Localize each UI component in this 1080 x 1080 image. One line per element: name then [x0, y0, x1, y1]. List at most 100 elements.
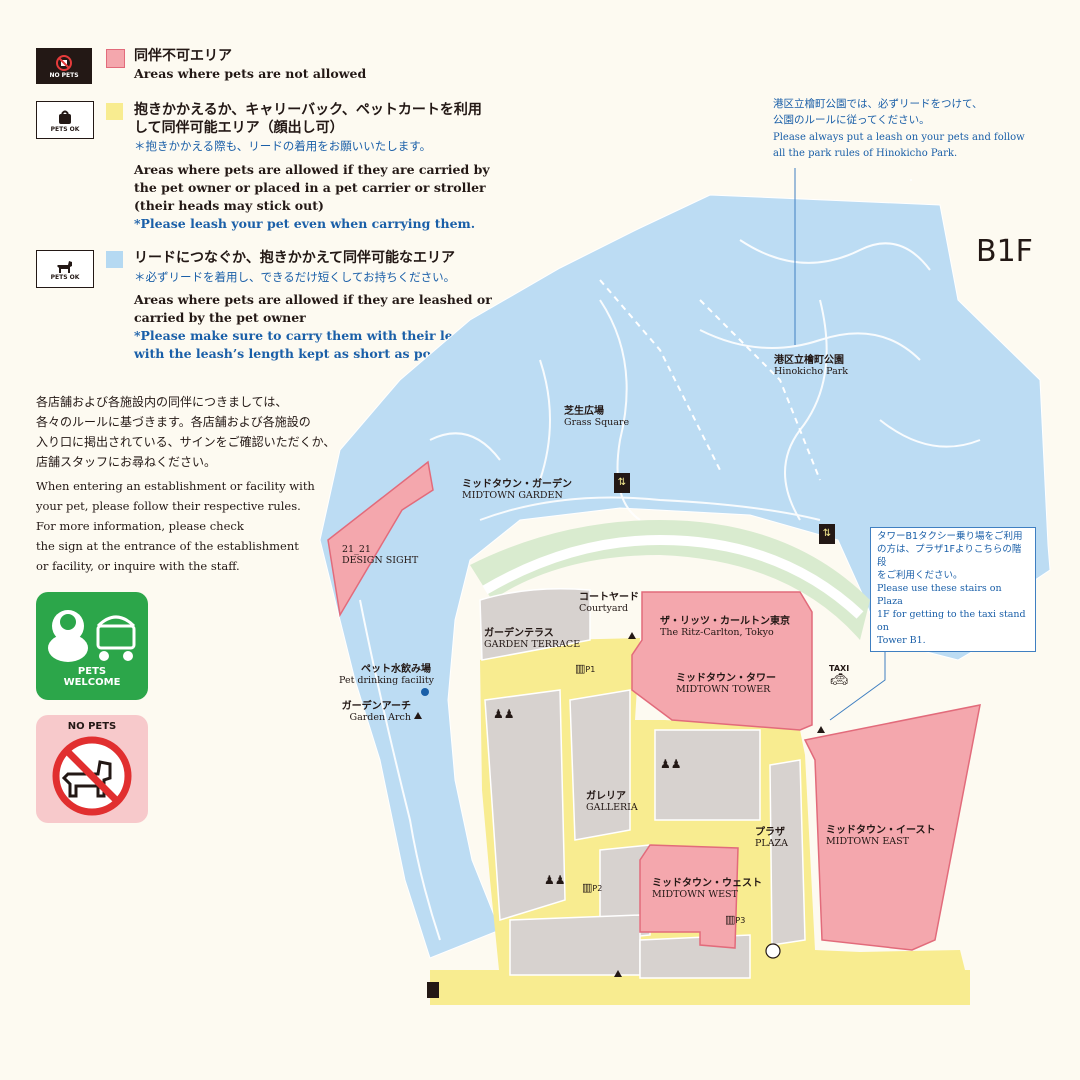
- elevator-icon-p1: ▥P1: [575, 662, 596, 675]
- restroom-icon-3: ♟♟: [660, 757, 682, 771]
- pets-welcome-text-2: WELCOME: [63, 677, 121, 688]
- design-sight-area: [327, 460, 434, 618]
- courtyard-jp: コートヤード: [579, 592, 639, 603]
- no-pets-badge: NO PETS: [36, 715, 148, 823]
- midtown-east-label: ミッドタウン・イースト MIDTOWN EAST: [826, 821, 936, 847]
- stairs-icon-bottom: [427, 982, 439, 998]
- no-pets-swatch: [106, 49, 125, 68]
- midtown-west-label: ミッドタウン・ウェスト MIDTOWN WEST: [652, 874, 762, 900]
- garden-terrace-jp: ガーデンテラス: [484, 628, 554, 639]
- no-pets-badge-text: NO PETS: [67, 720, 117, 732]
- pets-leashed-legend-icon: PETS OK: [36, 250, 94, 288]
- grass-square-jp: 芝生広場: [564, 406, 604, 417]
- pet-drinking-label: ペット水飲み場 Pet drinking facility: [339, 660, 434, 686]
- park-note: 港区立檜町公園では、必ずリードをつけて、 公園のルールに従ってください。 Ple…: [773, 96, 1025, 162]
- courtyard-marker: [628, 632, 636, 639]
- pets-carried-title-jp-2: して同伴可能エリア（顔出し可）: [134, 120, 344, 136]
- galleria-jp: ガレリア: [586, 791, 626, 802]
- courtyard-en: Courtyard: [579, 603, 629, 614]
- parking-label-p2: P2: [592, 884, 603, 893]
- pets-carried-legend-icon: PETS OK: [36, 101, 94, 139]
- pets-carried-en-3: (their heads may stick out): [134, 198, 324, 213]
- park-note-jp-2: 公園のルールに従ってください。: [773, 114, 930, 126]
- pets-leashed-note-jp: ＊必ずリードを着用し、できるだけ短くしてお持ちください。: [134, 270, 456, 284]
- no-pets-symbol-icon: [56, 54, 72, 71]
- no-pets-icon-text: NO PETS: [49, 71, 79, 79]
- facility-note-en-5: or facility, or inquire with the staff.: [36, 559, 240, 573]
- buildings: [479, 179, 912, 979]
- midtown-east-en: MIDTOWN EAST: [826, 836, 909, 847]
- elevator-icon-p2: ▥P2: [582, 881, 603, 894]
- grass-square-en: Grass Square: [564, 417, 630, 428]
- park-note-en-2: all the park rules of Hinokicho Park.: [773, 148, 958, 159]
- facility-note-jp-4: 店舗スタッフにお尋ねください。: [36, 455, 217, 469]
- pets-leashed-note-en-1: *Please make sure to carry them with the…: [134, 328, 504, 343]
- dog-icon: [57, 260, 72, 273]
- facility-note-jp-1: 各店舗および各施設内の同伴につきましては、: [36, 395, 288, 409]
- walkway: [482, 534, 864, 619]
- taxi-note-en-1: Please use these stairs on Plaza: [877, 583, 1002, 607]
- taxi-note-jp-2: の方は、プラザ1Fよりこちらの階段: [877, 544, 1022, 568]
- pets-welcome-badge: PETS WELCOME: [36, 592, 148, 700]
- midtown-tower-jp: ミッドタウン・タワー: [676, 673, 776, 684]
- courtyard-label: コートヤード Courtyard: [579, 588, 639, 614]
- floor-label: B1F: [976, 234, 1033, 269]
- garden-arch-jp: ガーデンアーチ: [341, 701, 411, 712]
- taxi-note-en-2: 1F for getting to the taxi stand on: [877, 609, 1026, 633]
- no-pets-title-jp: 同伴不可エリア: [134, 48, 232, 64]
- garden-terrace-en: GARDEN TERRACE: [484, 639, 581, 650]
- garden-arch-marker: [414, 712, 422, 719]
- pets-carried-en-2: the pet owner or placed in a pet carrier…: [134, 180, 486, 195]
- midtown-garden-en: MIDTOWN GARDEN: [462, 490, 563, 501]
- plaza-label: プラザ PLAZA: [755, 823, 788, 849]
- pets-leashed-swatch: [106, 251, 123, 268]
- elevator-icon-p3: ▥P3: [725, 913, 746, 926]
- ritz-tower-area: [631, 591, 813, 731]
- grass-square-label: 芝生広場 Grass Square: [564, 402, 629, 428]
- taxi-note-en-3: Tower B1.: [877, 635, 926, 646]
- pets-leashed-title-jp: リードにつなぐか、抱きかかえて同伴可能なエリア: [134, 250, 456, 266]
- pet-carrier-icon: [59, 110, 71, 124]
- facility-note-en-1: When entering an establishment or facili…: [36, 479, 315, 493]
- facility-note-jp-2: 各々のルールに基づきます。各店舗および各施設の: [36, 415, 311, 429]
- plaza-jp: プラザ: [755, 827, 785, 838]
- taxi-icon: TAXI 🚕︎: [829, 664, 849, 687]
- design-sight-jp: 21_21: [342, 544, 371, 555]
- garden-arch-label: ガーデンアーチ Garden Arch: [333, 697, 411, 723]
- garden-terrace-label: ガーデンテラス GARDEN TERRACE: [484, 624, 580, 650]
- no-pets-legend-icon: NO PETS: [36, 48, 92, 84]
- facility-note-jp-3: 入り口に掲出されている、サインをご確認いただくか、: [36, 435, 336, 449]
- park-note-en-1: Please always put a leash on your pets a…: [773, 132, 1025, 143]
- restroom-icon-2: ♟♟: [544, 873, 566, 887]
- info-marker: [765, 943, 781, 959]
- car-icon: 🚕︎: [830, 672, 848, 688]
- hinokicho-park-label: 港区立檜町公園 Hinokicho Park: [774, 351, 848, 377]
- plaza-marker: [817, 726, 825, 733]
- pets-carried-icon-text: PETS OK: [50, 125, 80, 133]
- midtown-garden-label: ミッドタウン・ガーデン MIDTOWN GARDEN: [462, 475, 572, 501]
- facility-note-en-4: the sign at the entrance of the establis…: [36, 539, 299, 553]
- pets-leashed-en-2: carried by the pet owner: [134, 310, 306, 325]
- parking-label-p1: P1: [585, 665, 596, 674]
- no-dogs-prohibition-icon: [52, 736, 132, 815]
- midtown-tower-en: MIDTOWN TOWER: [676, 684, 771, 695]
- design-sight-en: DESIGN SIGHT: [342, 555, 419, 566]
- galleria-en: GALLERIA: [586, 802, 638, 813]
- ritz-carlton-en: The Ritz-Carlton, Tokyo: [660, 627, 774, 638]
- facility-note: 各店舗および各施設内の同伴につきましては、 各々のルールに基づきます。各店舗およ…: [36, 392, 335, 576]
- midtown-garden-jp: ミッドタウン・ガーデン: [462, 479, 572, 490]
- bottom-entrance-marker: [614, 970, 622, 977]
- pets-carried-title-jp-1: 抱きかかえるか、キャリーバック、ペットカートを利用: [134, 102, 482, 118]
- dashed-trail: [599, 279, 721, 471]
- design-sight-label: 21_21 DESIGN SIGHT: [342, 544, 418, 566]
- hinokicho-park-en: Hinokicho Park: [774, 366, 849, 377]
- midtown-east-jp: ミッドタウン・イースト: [826, 825, 936, 836]
- midtown-east-area: [803, 704, 981, 951]
- garden-arch-en: Garden Arch: [349, 712, 411, 723]
- stairs-icon-garden: ⇅: [614, 473, 630, 493]
- plaza-en: PLAZA: [755, 838, 789, 849]
- stairs-icon-plaza: ⇅: [819, 524, 835, 544]
- leash-area: [319, 194, 1051, 959]
- no-pets-title-en: Areas where pets are not allowed: [134, 66, 367, 81]
- pets-leashed-note-en-2: with the leash’s length kept as short as…: [134, 346, 476, 361]
